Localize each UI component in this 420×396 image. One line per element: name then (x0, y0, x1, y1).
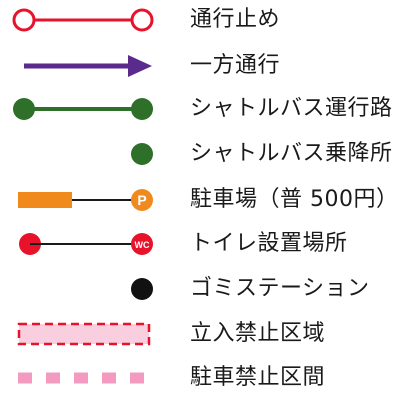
shuttle-route-symbol (13, 98, 153, 120)
legend-item-garbage: ゴミステーション (0, 271, 420, 307)
legend-item-parking: P 駐車場（普 500円） (0, 182, 420, 218)
shuttle-stop-icon (131, 143, 153, 165)
legend-label-parking: 駐車場（普 500円） (190, 187, 399, 212)
parking-icon (131, 189, 153, 211)
toilet-symbol: WC (19, 233, 153, 255)
legend-label-shuttle-stop: シャトルバス乗降所 (190, 141, 393, 166)
no-entry-area-symbol (17, 322, 151, 346)
legend-item-no-entry: 立入禁止区域 (0, 316, 420, 352)
one-way-arrow-icon (24, 55, 152, 77)
legend-item-toilet: WC トイレ設置場所 (0, 226, 420, 262)
legend-label-shuttle-route: シャトルバス運行路 (190, 96, 393, 121)
parking-icon-letter: P (137, 192, 146, 208)
garbage-station-icon (131, 278, 153, 300)
legend-item-no-parking: 駐車禁止区間 (0, 360, 420, 396)
legend-label-toilet: トイレ設置場所 (190, 231, 348, 256)
legend-label-no-parking: 駐車禁止区間 (190, 365, 326, 390)
legend-label-no-entry: 立入禁止区域 (190, 321, 326, 346)
legend-item-shuttle-stop: シャトルバス乗降所 (0, 136, 420, 172)
legend-label-road-closed: 通行止め (190, 7, 281, 32)
legend-item-shuttle-route: シャトルバス運行路 (0, 91, 420, 127)
no-parking-section-symbol (18, 372, 152, 384)
legend-label-one-way: 一方通行 (190, 53, 281, 78)
road-closed-symbol (12, 8, 154, 32)
parking-symbol: P (18, 189, 153, 211)
toilet-icon (131, 233, 153, 255)
legend-item-road-closed: 通行止め (0, 2, 420, 38)
toilet-icon-letters: WC (135, 240, 150, 250)
legend-label-garbage: ゴミステーション (190, 276, 370, 301)
legend-item-one-way: 一方通行 (0, 48, 420, 84)
